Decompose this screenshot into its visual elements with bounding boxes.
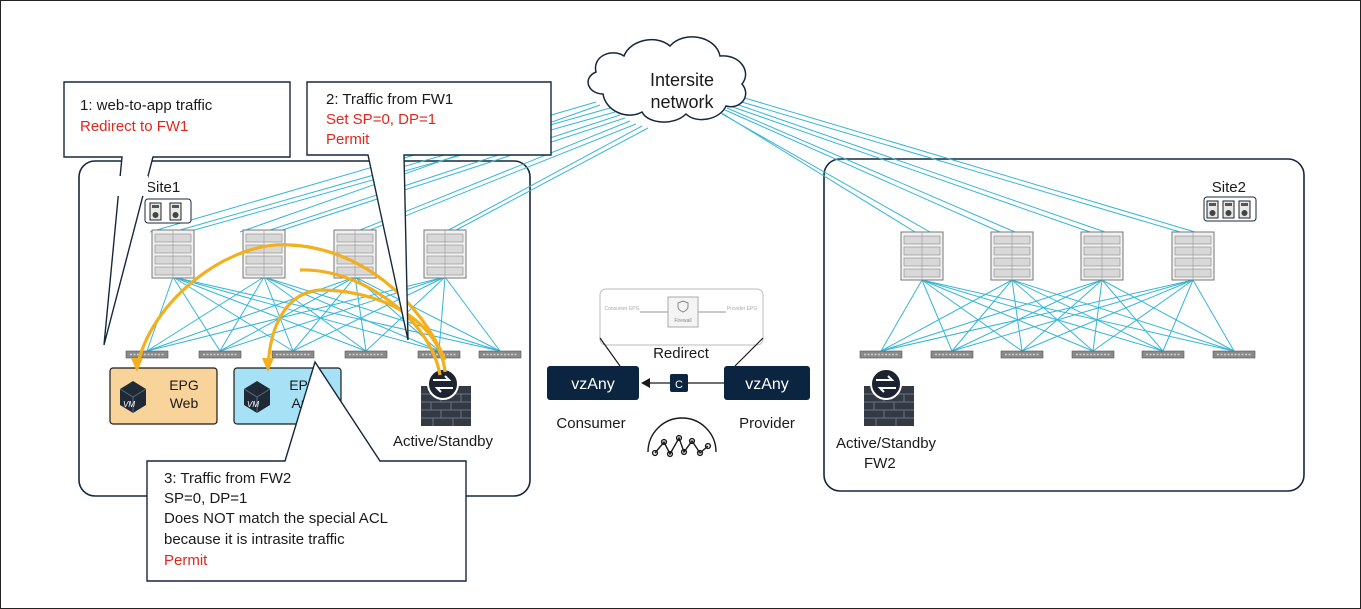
site2-leaf-3 xyxy=(1000,350,1044,359)
epg-web-line1: EPG xyxy=(169,377,199,393)
consumer-vzany-label: vzAny xyxy=(571,376,615,393)
graph-provider-label: Provider EPG xyxy=(727,306,758,312)
traffic-flows xyxy=(135,243,447,376)
network-fabric-icon xyxy=(647,417,717,458)
site1-label: Site1 xyxy=(146,179,180,196)
flow-web-to-fw xyxy=(135,243,447,369)
graph-node-label: Firewall xyxy=(674,318,691,324)
site2-firewall-line2: FW2 xyxy=(864,455,896,472)
consumer-label: Consumer xyxy=(556,415,625,432)
provider-label: Provider xyxy=(739,415,795,432)
shield-icon xyxy=(677,300,689,313)
epg-web-line2: Web xyxy=(170,395,199,411)
site2-leaf-4 xyxy=(1071,350,1115,359)
site2-label: Site2 xyxy=(1212,179,1246,196)
site1-leaf-6 xyxy=(478,350,522,359)
site2-firewall-line1: Active/Standby xyxy=(836,435,937,452)
cloud-label-line2: network xyxy=(650,92,714,112)
callout2-box xyxy=(306,81,552,341)
site2-spine-1 xyxy=(900,231,944,281)
site1-spine-4 xyxy=(423,229,467,279)
callout2-line3: Permit xyxy=(326,131,370,148)
consumer-vzany-box xyxy=(547,366,639,400)
contract-badge xyxy=(670,374,688,392)
provider-vzany-label: vzAny xyxy=(745,376,789,393)
site2-leaf-2 xyxy=(930,350,974,359)
site2-firewall-icon xyxy=(863,368,915,427)
callout1-line1: 1: web-to-app traffic xyxy=(80,97,213,114)
callout3-line1: 3: Traffic from FW2 xyxy=(164,470,291,487)
site2-spine-2 xyxy=(990,231,1034,281)
site1-firewall-icon xyxy=(420,368,472,427)
site1-fabric-links xyxy=(146,276,501,352)
site2-fabric-links xyxy=(880,279,1235,352)
site1-leaf-4 xyxy=(344,350,388,359)
callout2-line2: Set SP=0, DP=1 xyxy=(326,111,436,128)
epg-web: EPG Web xyxy=(109,367,218,425)
graph-consumer-label: Consumer EPG xyxy=(604,306,639,312)
arrowhead-web xyxy=(131,358,143,372)
graph-connector-lines xyxy=(599,337,764,367)
site2-leaf-6 xyxy=(1212,350,1256,359)
site2-spine-4 xyxy=(1171,231,1215,281)
callout3-box xyxy=(146,360,467,582)
redirect-label: Redirect xyxy=(653,345,710,362)
callout3-line4: because it is intrasite traffic xyxy=(164,531,345,548)
site2-leaf-5 xyxy=(1141,350,1185,359)
service-graph: Firewall Consumer EPG Provider EPG xyxy=(599,288,764,346)
callout3-line5: Permit xyxy=(164,552,208,569)
site1-label-mask xyxy=(100,176,148,196)
site1-leaf-2 xyxy=(198,350,242,359)
callout3-line3: Does NOT match the special ACL xyxy=(164,510,388,527)
flow-return xyxy=(299,268,442,376)
site1-spine-1 xyxy=(151,229,195,279)
flow-fw-to-app xyxy=(266,288,447,373)
contract-arrowhead xyxy=(641,378,650,388)
site2-container xyxy=(823,158,1305,492)
provider-vzany-box xyxy=(724,366,810,400)
site1-leaf-3 xyxy=(271,350,315,359)
arrowhead-app xyxy=(262,358,274,372)
callout1-box xyxy=(63,81,291,346)
cloud-icon: Intersite network xyxy=(587,36,747,123)
callout1-line2: Redirect to FW1 xyxy=(80,118,188,135)
site1-firewall-label: Active/Standby xyxy=(393,433,494,450)
site2-leaf-1 xyxy=(859,350,903,359)
cloud-label-line1: Intersite xyxy=(650,70,714,90)
callout3-line2: SP=0, DP=1 xyxy=(164,490,247,507)
site1-spine-2 xyxy=(242,229,286,279)
site1-leaf-1 xyxy=(125,350,169,359)
site2-spine-3 xyxy=(1080,231,1124,281)
site2-apic-cluster xyxy=(1203,196,1257,222)
contract-badge-label: C xyxy=(675,379,683,391)
site1-apic-cluster xyxy=(144,198,192,224)
callout2-line1: 2: Traffic from FW1 xyxy=(326,91,453,108)
